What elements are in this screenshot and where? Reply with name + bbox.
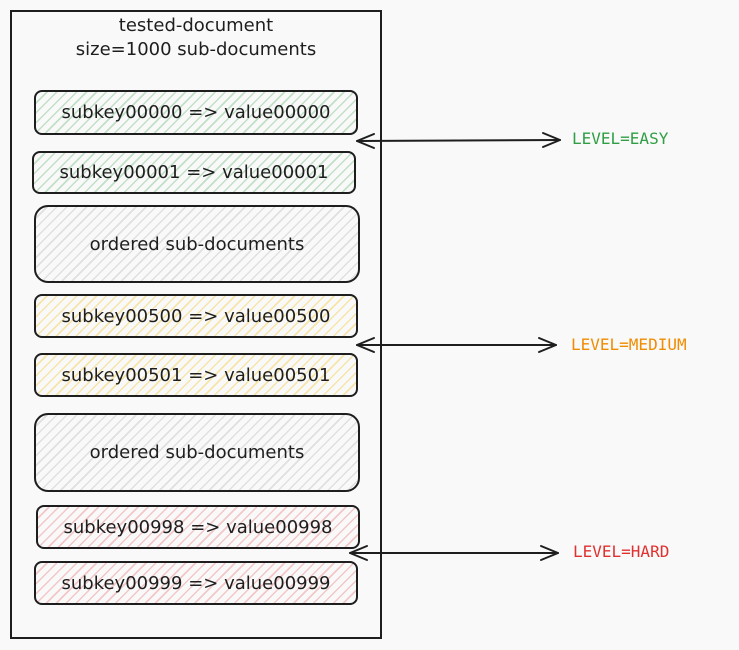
ordered-subdocuments-label: ordered sub-documents (89, 442, 305, 463)
subdocument-box: subkey00999 => value00999 (34, 561, 358, 605)
arrow-easy (356, 132, 561, 149)
ordered-subdocuments-label: ordered sub-documents (89, 233, 305, 255)
document-title-size: size=1000 sub-documents (75, 39, 317, 60)
subdocument-label: subkey00999 => value00999 (61, 572, 331, 594)
ordered-subdocuments-box: ordered sub-documents (34, 205, 360, 283)
subdocument-box: subkey00000 => value00000 (34, 90, 358, 135)
subdocument-box: subkey00998 => value00998 (36, 505, 360, 549)
arrow-hard (349, 545, 559, 561)
level-medium-label: LEVEL=MEDIUM (571, 335, 687, 354)
subdocument-box: subkey00501 => value00501 (34, 353, 358, 397)
subdocument-label: subkey00998 => value00998 (63, 516, 333, 538)
subdocument-label: subkey00001 => value00001 (59, 162, 329, 183)
level-easy-label: LEVEL=EASY (572, 129, 669, 148)
subdocument-label: subkey00501 => value00501 (61, 364, 331, 386)
tested-document-container (10, 10, 382, 639)
level-hard-label: LEVEL=HARD (573, 542, 670, 561)
arrow-medium (356, 337, 557, 353)
subdocument-label: subkey00000 => value00000 (61, 102, 331, 123)
document-title: tested-document size=1000 sub-documents (10, 14, 382, 62)
subdocument-label: subkey00500 => value00500 (61, 305, 331, 327)
ordered-subdocuments-box: ordered sub-documents (34, 413, 360, 492)
document-title-name: tested-document (118, 15, 274, 36)
subdocument-box: subkey00001 => value00001 (32, 151, 356, 194)
subdocument-box: subkey00500 => value00500 (34, 294, 358, 338)
